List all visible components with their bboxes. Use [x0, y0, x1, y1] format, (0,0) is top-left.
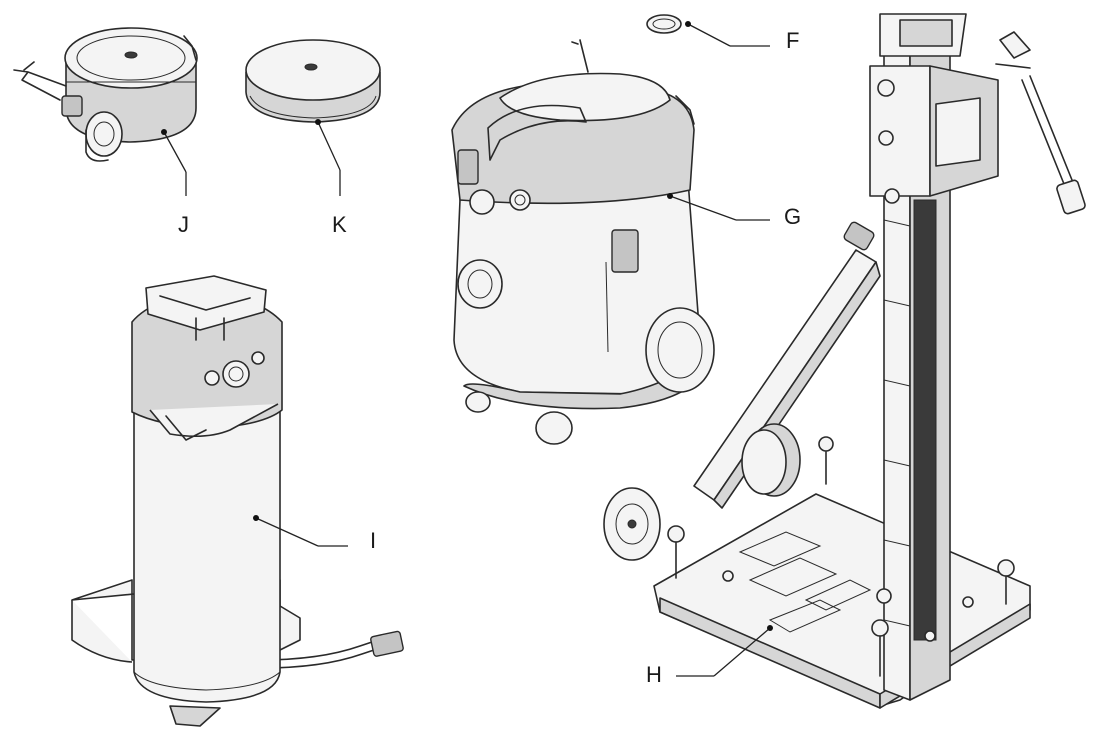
seal-disc-icon: [245, 39, 381, 123]
label-k: K: [332, 212, 347, 237]
label-g: G: [784, 204, 802, 229]
label-f: F: [786, 28, 800, 53]
label-j: J: [178, 212, 189, 237]
water-tank-icon: [71, 275, 404, 727]
label-i: I: [370, 528, 377, 553]
ring-seal-icon: [646, 14, 682, 34]
vacuum-base-plate-icon: [13, 27, 198, 162]
drill-stand-icon: [603, 13, 1086, 709]
wet-vacuum-icon: [451, 39, 715, 445]
label-h: H: [646, 662, 662, 687]
